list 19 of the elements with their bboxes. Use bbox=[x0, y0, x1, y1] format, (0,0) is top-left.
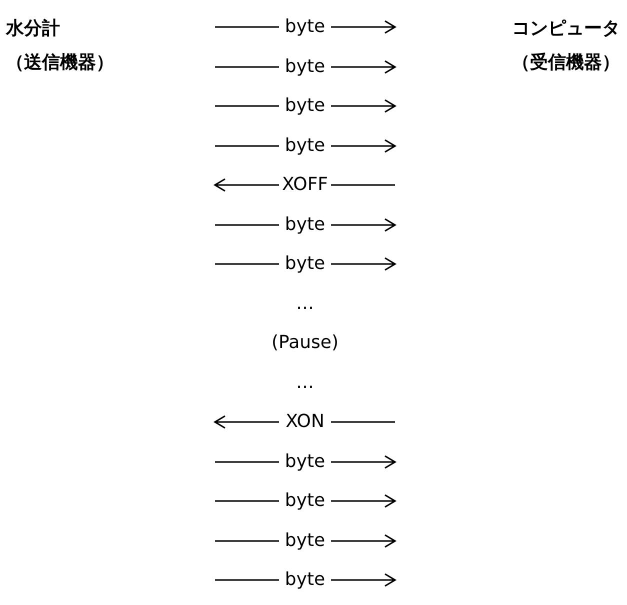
device-name: コンピュータ bbox=[512, 17, 620, 41]
pause-note: (Pause) bbox=[272, 332, 338, 353]
message-label: byte bbox=[284, 16, 326, 37]
message-label: byte bbox=[284, 530, 326, 550]
device-role: （送信機器） bbox=[6, 51, 114, 75]
message-label: byte bbox=[284, 450, 326, 472]
device-role: （受信機器） bbox=[512, 51, 620, 75]
device-name: 水分計 bbox=[6, 17, 61, 41]
message-label: byte bbox=[284, 569, 326, 590]
message-label: byte bbox=[284, 214, 326, 234]
pause-note: … bbox=[296, 292, 314, 314]
message-label: byte bbox=[284, 253, 326, 274]
message-label: XOFF bbox=[282, 174, 328, 195]
pause-note: … bbox=[296, 372, 314, 392]
message-label: byte bbox=[284, 134, 326, 156]
message-label: byte bbox=[284, 56, 326, 76]
message-label: byte bbox=[284, 490, 326, 511]
message-label: byte bbox=[284, 95, 326, 116]
message-label: XON bbox=[286, 411, 324, 432]
